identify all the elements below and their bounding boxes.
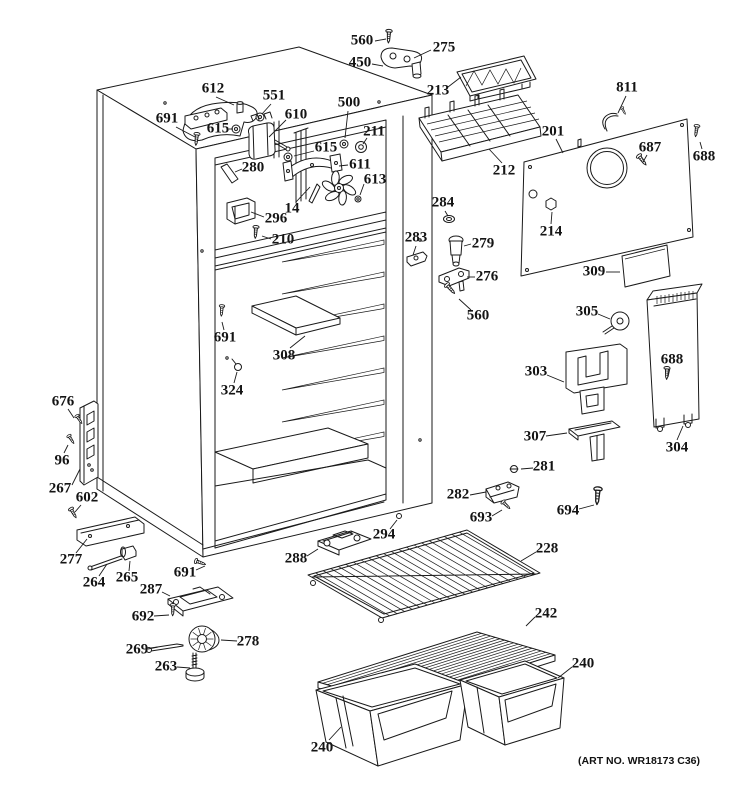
middle-hinge-parts-art xyxy=(406,215,470,292)
part-label-283-25: 283 xyxy=(405,229,428,245)
part-label-213-3: 213 xyxy=(427,82,450,98)
part-label-602-45: 602 xyxy=(76,489,99,505)
left-column-parts-art xyxy=(76,400,234,682)
part-label-242-58: 242 xyxy=(535,605,558,621)
part-label-265-48: 265 xyxy=(116,569,139,585)
part-label-240-59: 240 xyxy=(572,655,595,671)
part-label-281-35: 281 xyxy=(533,458,556,474)
part-label-309-29: 309 xyxy=(583,263,606,279)
part-label-688-32: 688 xyxy=(661,351,684,367)
part-label-691-49: 691 xyxy=(174,564,197,580)
part-label-279-26: 279 xyxy=(472,235,495,251)
part-label-294-56: 294 xyxy=(373,526,396,542)
part-label-264-47: 264 xyxy=(83,574,106,590)
part-label-611-13: 611 xyxy=(349,156,371,172)
part-label-560-28: 560 xyxy=(467,307,490,323)
part-label-693-37: 693 xyxy=(470,509,493,525)
part-label-228-57: 228 xyxy=(536,540,559,556)
part-label-612-4: 612 xyxy=(202,80,225,96)
part-label-277-46: 277 xyxy=(60,551,83,567)
part-label-811-19: 811 xyxy=(616,79,638,95)
part-label-691-39: 691 xyxy=(214,329,237,345)
part-label-692-51: 692 xyxy=(132,608,155,624)
freezer-shelf-parts-art xyxy=(380,47,542,162)
part-label-688-21: 688 xyxy=(693,148,716,164)
part-label-305-30: 305 xyxy=(576,303,599,319)
part-label-610-8: 610 xyxy=(285,106,308,122)
part-label-287-50: 287 xyxy=(140,581,163,597)
top-hinge-and-fan-parts-art xyxy=(182,101,367,225)
part-label-450-2: 450 xyxy=(349,54,372,70)
part-label-276-27: 276 xyxy=(476,268,499,284)
part-label-615-7: 615 xyxy=(207,120,230,136)
part-label-307-34: 307 xyxy=(524,428,547,444)
part-label-240-60: 240 xyxy=(311,739,334,755)
bottom-center-parts-art xyxy=(307,513,565,767)
part-label-615-11: 615 xyxy=(315,139,338,155)
part-label-560-0: 560 xyxy=(351,32,374,48)
part-label-500-9: 500 xyxy=(338,94,361,110)
part-label-267-44: 267 xyxy=(49,480,72,496)
part-label-691-6: 691 xyxy=(156,110,179,126)
part-label-278-53: 278 xyxy=(237,633,260,649)
part-label-210-17: 210 xyxy=(272,231,295,247)
cabinet-interior-art xyxy=(214,120,387,487)
part-label-288-55: 288 xyxy=(285,550,308,566)
back-panel-art xyxy=(520,112,694,288)
part-label-551-5: 551 xyxy=(263,87,286,103)
part-label-275-1: 275 xyxy=(433,39,456,55)
part-label-201-18: 201 xyxy=(542,123,565,139)
part-label-280-12: 280 xyxy=(242,159,265,175)
part-label-303-31: 303 xyxy=(525,363,548,379)
right-column-parts-art xyxy=(485,283,703,504)
part-label-296-16: 296 xyxy=(265,210,288,226)
part-label-211-10: 211 xyxy=(363,123,385,139)
part-label-282-36: 282 xyxy=(447,486,470,502)
part-label-269-52: 269 xyxy=(126,641,149,657)
part-label-14-15: 14 xyxy=(285,200,301,216)
part-label-304-33: 304 xyxy=(666,439,689,455)
part-label-263-54: 263 xyxy=(155,658,178,674)
part-label-613-14: 613 xyxy=(364,171,387,187)
part-label-694-38: 694 xyxy=(557,502,580,518)
part-label-308-40: 308 xyxy=(273,347,296,363)
part-label-212-22: 212 xyxy=(493,162,516,178)
part-label-214-23: 214 xyxy=(540,223,563,239)
part-label-676-42: 676 xyxy=(52,393,75,409)
art-number-note: (ART NO. WR18173 C36) xyxy=(578,755,700,767)
part-label-96-43: 96 xyxy=(55,452,71,468)
part-label-687-20: 687 xyxy=(639,139,662,155)
part-label-284-24: 284 xyxy=(432,194,455,210)
part-label-324-41: 324 xyxy=(221,382,244,398)
